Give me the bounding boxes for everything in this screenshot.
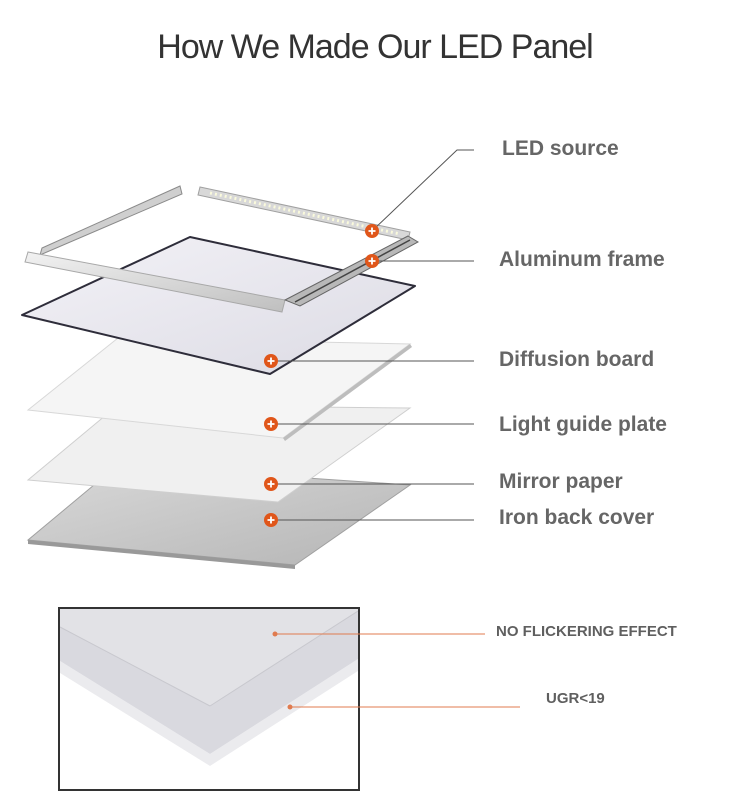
callout-lines [271, 149, 474, 521]
plus-marker-icon [365, 254, 379, 268]
plus-marker-icon [264, 477, 278, 491]
plus-marker-icon [264, 417, 278, 431]
feature-label-ugr: UGR<19 [546, 690, 605, 707]
plus-marker-icon [365, 224, 379, 238]
callout-line-led-source [371, 149, 474, 232]
plus-marker-icon [264, 354, 278, 368]
layer-label-light-guide-plate: Light guide plate [499, 413, 667, 436]
iron-back-cover-layer [26, 464, 412, 569]
layer-label-iron-back-cover: Iron back cover [499, 506, 655, 529]
plus-markers [264, 224, 379, 527]
aluminum-frame-layer [24, 185, 420, 313]
layer-label-led-source: LED source [502, 137, 619, 160]
plus-marker-icon [264, 513, 278, 527]
layer-label-diffusion-board: Diffusion board [499, 348, 655, 371]
panel-corner-photo [58, 607, 360, 791]
page-title: How We Made Our LED Panel [157, 28, 593, 66]
layer-label-mirror-paper: Mirror paper [499, 470, 623, 493]
layer-label-aluminum-frame: Aluminum frame [499, 248, 665, 271]
light-guide-plate-layer [26, 337, 412, 441]
feature-label-no-flickering: NO FLICKERING EFFECT [496, 623, 677, 640]
